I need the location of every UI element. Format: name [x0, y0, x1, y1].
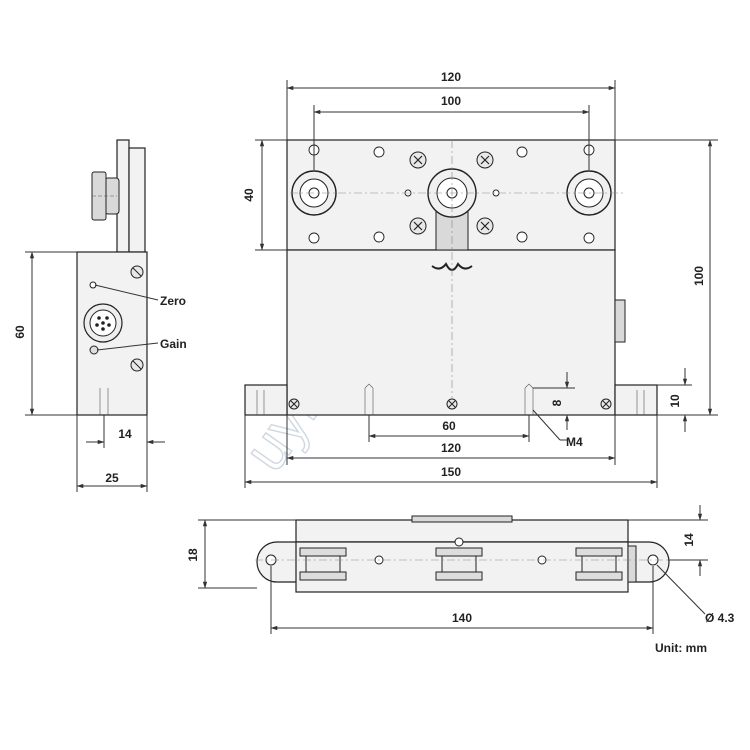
dim-hole-diameter: Ø 4.3 [705, 611, 735, 625]
side-connector-socket [83, 303, 123, 343]
bottom-pulley-center [435, 537, 483, 581]
unit-label: Unit: mm [655, 641, 707, 655]
thread-label: M4 [566, 435, 583, 449]
dim-lower-spacing: 60 [442, 419, 456, 433]
dim-slot-depth: 8 [550, 399, 564, 406]
dim-mount-spacing: 140 [452, 611, 472, 625]
thread-holes [256, 383, 645, 415]
label-zero: Zero [160, 294, 186, 308]
dim-side-width: 25 [105, 471, 119, 485]
dim-foot-height: 10 [668, 394, 682, 408]
side-view: Zero Gain 60 14 25 [13, 139, 187, 492]
dim-overall-width: 120 [441, 70, 461, 84]
dim-bottom-flange: 14 [682, 533, 696, 547]
dim-side-height: 60 [13, 325, 27, 339]
plate-screws [409, 151, 494, 235]
dim-side-inner-width: 14 [118, 427, 132, 441]
dim-base-width: 150 [441, 465, 461, 479]
base-foot-right [614, 384, 658, 416]
side-connector [614, 299, 626, 343]
dim-bottom-height: 18 [186, 548, 200, 562]
front-view: 120 100 40 100 8 10 60 M4 [242, 70, 718, 488]
dim-body-height: 100 [692, 266, 706, 286]
plate-holes [308, 144, 595, 244]
centerlines [290, 140, 625, 400]
dim-plate-height: 40 [242, 188, 256, 202]
bottom-pulley-left [299, 547, 347, 581]
dim-body-width: 120 [441, 441, 461, 455]
label-gain: Gain [160, 337, 187, 351]
bottom-view: 18 14 140 Ø 4.3 [186, 505, 735, 634]
base-foot-left [244, 384, 288, 416]
dim-hole-spacing: 100 [441, 94, 461, 108]
gain-pot [89, 345, 99, 355]
bottom-pulley-right [575, 547, 623, 581]
sensor-body [286, 249, 616, 416]
